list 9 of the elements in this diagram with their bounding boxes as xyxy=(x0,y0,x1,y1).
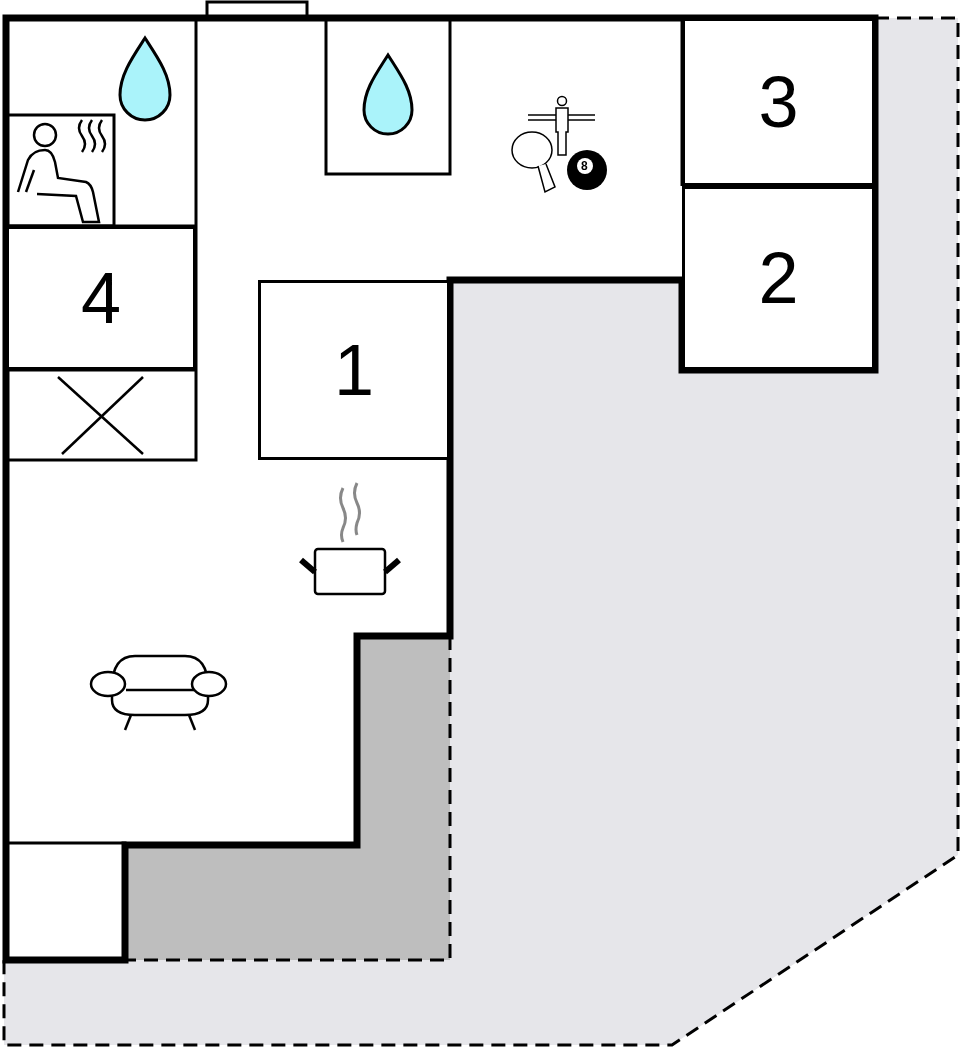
room-number: 2 xyxy=(758,242,799,314)
ball-number: 8 xyxy=(581,160,588,172)
room-number: 4 xyxy=(80,262,121,334)
room-box xyxy=(6,226,196,370)
room-number: 1 xyxy=(333,334,374,406)
room-number: 3 xyxy=(758,66,799,138)
room-box xyxy=(682,186,875,370)
room-box xyxy=(682,18,875,186)
room-box xyxy=(258,280,450,460)
